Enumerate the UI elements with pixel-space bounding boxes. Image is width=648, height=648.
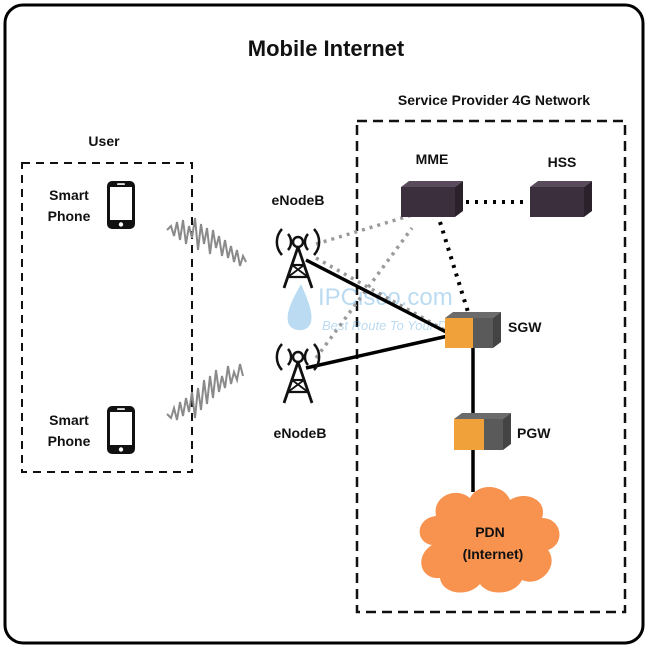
smartphone-top: Smart Phone: [48, 181, 135, 229]
smartphone-top-label-line2: Phone: [48, 208, 91, 224]
link-enodeb-bottom-sgw-data: [305, 334, 449, 370]
link-mme-sgw: [438, 221, 470, 313]
control-links: [314, 200, 528, 360]
link-enodeb-top-sgw-data: [305, 258, 449, 335]
user-label: User: [88, 133, 120, 149]
smartphone-top-label-line1: Smart: [49, 187, 89, 203]
diagram-title: Mobile Internet: [248, 36, 405, 61]
provider-network-box: [355, 119, 627, 614]
mme-label: MME: [416, 151, 449, 167]
smartphone-bottom-label-line1: Smart: [49, 412, 89, 428]
smartphone-bottom-label-line2: Phone: [48, 433, 91, 449]
pdn-cloud: PDN (Internet): [419, 486, 560, 593]
enodeb-bottom-label: eNodeB: [274, 425, 327, 441]
mme-cube-icon: [401, 181, 463, 217]
sgw-label: SGW: [508, 319, 542, 335]
sgw-node: SGW: [445, 312, 542, 348]
radio-wave-bottom-icon: [166, 363, 244, 421]
link-enodeb-bottom-mme: [314, 226, 414, 360]
hss-cube-icon: [530, 181, 592, 217]
smartphone-icon: [107, 406, 135, 454]
hss-node: HSS: [530, 154, 592, 217]
pdn-label-line2: (Internet): [463, 546, 524, 562]
watermark: IPCisco.com Best Route To Your Dreams: [287, 284, 484, 333]
drop-logo-icon: [287, 284, 312, 331]
pdn-label-line1: PDN: [475, 524, 505, 540]
mme-node: MME: [401, 151, 463, 217]
sgw-cube-icon: [445, 312, 501, 348]
enodeb-top-label: eNodeB: [272, 192, 325, 208]
cloud-icon: [419, 486, 560, 593]
watermark-brand: IPCisco.com: [318, 284, 453, 311]
outer-frame: [3, 3, 645, 645]
smartphone-icon: [107, 181, 135, 229]
enodeb-top: eNodeB: [272, 192, 325, 290]
radio-wave-top-icon: [166, 217, 247, 267]
link-enodeb-top-mme: [315, 213, 413, 246]
smartphone-bottom: Smart Phone: [48, 406, 135, 454]
data-links: [305, 258, 475, 492]
hss-label: HSS: [548, 154, 577, 170]
provider-network-label: Service Provider 4G Network: [398, 92, 590, 108]
pgw-node: PGW: [454, 413, 551, 450]
pgw-label: PGW: [517, 425, 551, 441]
user-box: [21, 162, 193, 473]
enodeb-bottom: eNodeB: [274, 342, 327, 441]
link-enodeb-top-sgw: [315, 256, 449, 334]
